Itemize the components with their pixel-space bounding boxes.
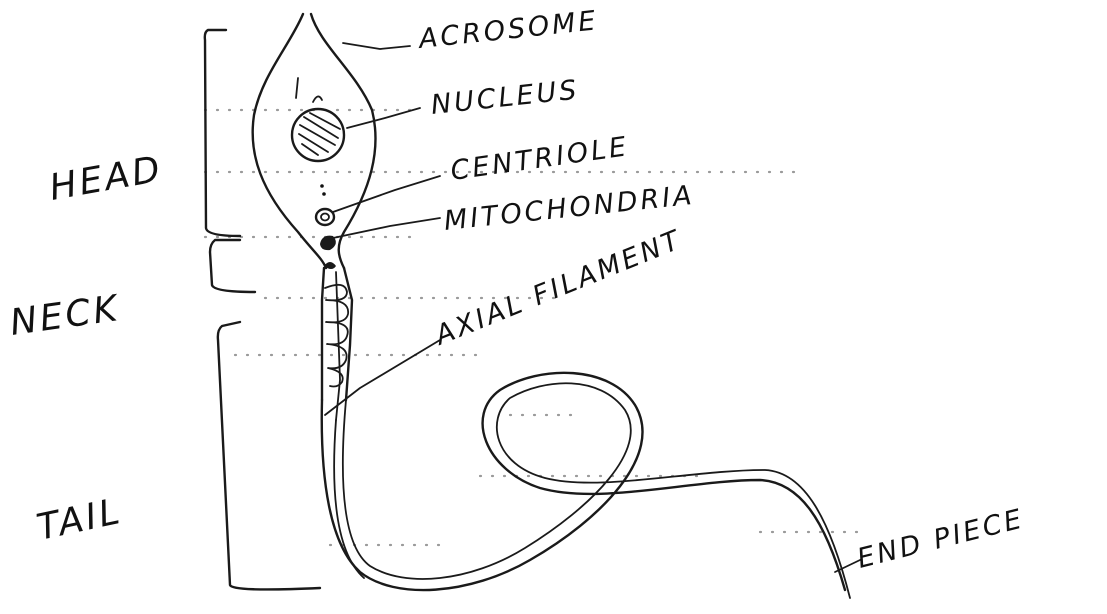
label-end-piece: END PIECE: [854, 503, 1027, 574]
leader-lines: [325, 43, 860, 572]
tail-bracket: [218, 322, 320, 589]
label-head: HEAD: [46, 149, 166, 209]
label-neck: NECK: [8, 288, 123, 344]
neck-bracket: [210, 240, 255, 292]
acrosome-mark: [296, 78, 298, 98]
sperm-head: [253, 14, 376, 268]
mitochondria-bodies: [316, 209, 336, 269]
head-bracket: [205, 30, 240, 236]
centriole: [320, 184, 326, 196]
part-labels: ACROSOME NUCLEUS CENTRIOLE MITOCHONDRIA …: [416, 5, 1028, 574]
label-centriole: CENTRIOLE: [449, 131, 631, 187]
sperm-tail: [322, 373, 850, 598]
label-axial-filament: AXIAL FILAMENT: [429, 224, 686, 352]
nucleus: [292, 109, 344, 161]
label-nucleus: NUCLEUS: [429, 75, 580, 121]
label-mitochondria: MITOCHONDRIA: [442, 180, 695, 237]
acrosome-tip-mark: [313, 96, 322, 102]
label-acrosome: ACROSOME: [416, 5, 600, 55]
label-tail: TAIL: [33, 491, 126, 549]
region-labels: HEAD NECK TAIL: [8, 149, 166, 549]
